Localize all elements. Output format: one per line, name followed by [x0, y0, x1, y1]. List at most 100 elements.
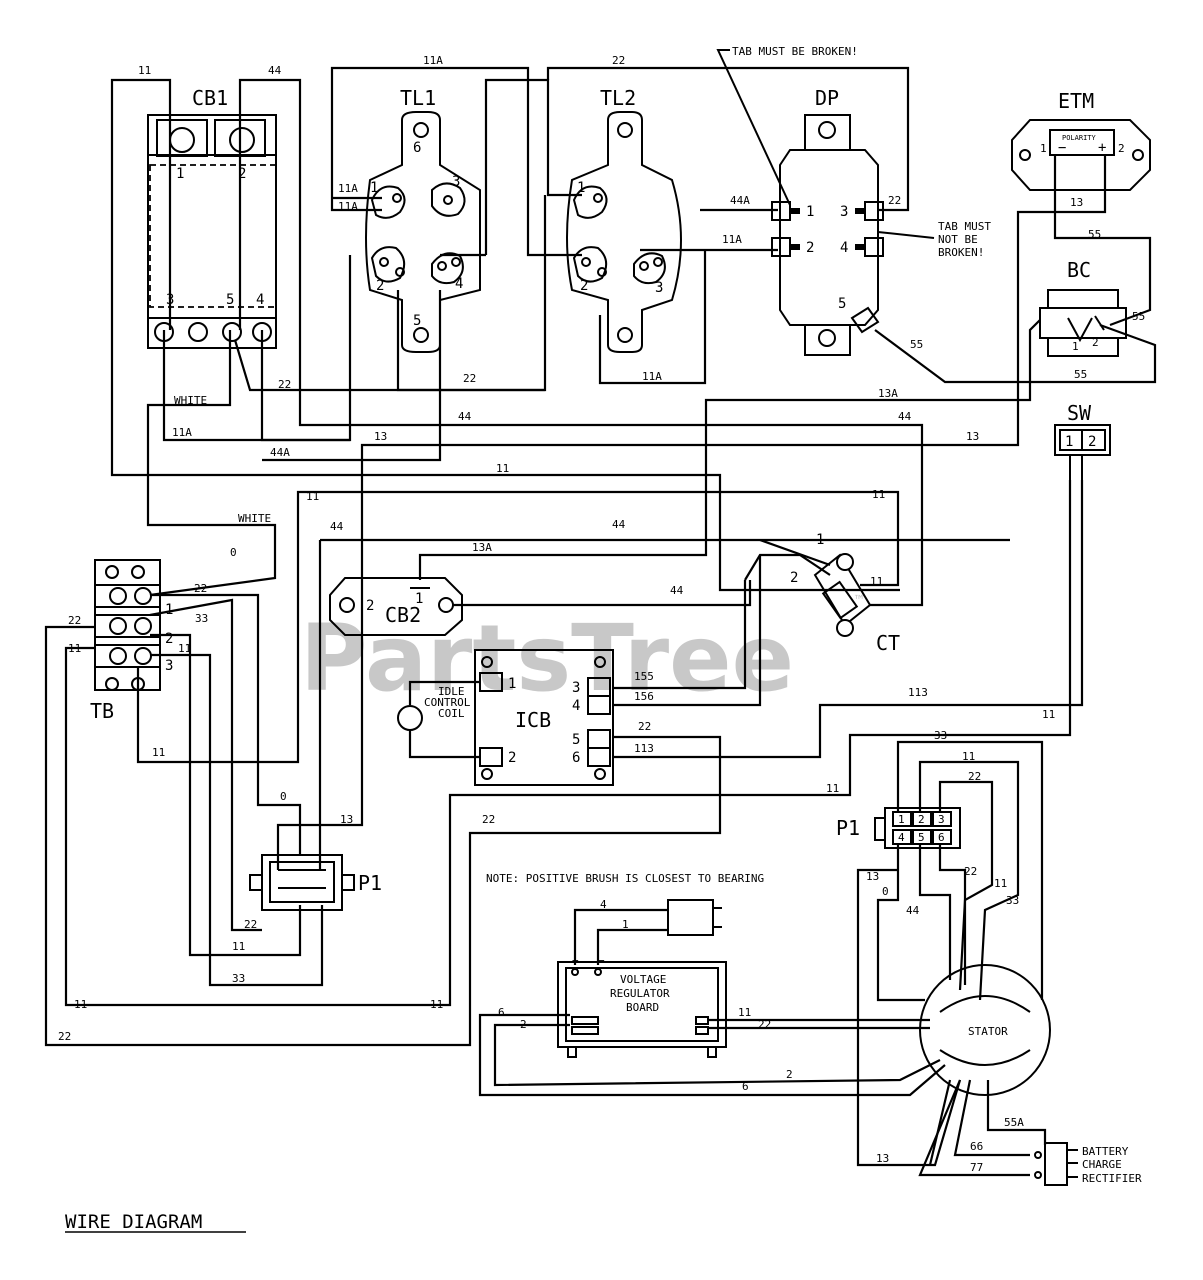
- etm-terminal-1: 1: [1040, 142, 1047, 155]
- diagram-title: WIRE DIAGRAM: [65, 1211, 202, 1233]
- wire-label: 44: [612, 518, 626, 531]
- etm-terminal-2: 2: [1118, 142, 1125, 155]
- vr-line1: VOLTAGE: [620, 973, 666, 986]
- wire-label: 2: [520, 1018, 527, 1031]
- wire-label: 11A: [338, 182, 358, 195]
- wire-label: 13A: [878, 387, 898, 400]
- ct-terminal-1: 1: [816, 532, 824, 548]
- wire-label: 11: [496, 462, 509, 475]
- tl1-terminal-5: 5: [413, 313, 421, 329]
- wire-label: 55: [1088, 228, 1101, 241]
- icb-terminal-4: 4: [572, 698, 580, 714]
- ct-label: CT: [876, 631, 900, 655]
- notes: TAB MUST BE BROKEN! TAB MUST NOT BE BROK…: [174, 45, 991, 885]
- wire-label: 44A: [270, 446, 290, 459]
- wire-label: 13: [1070, 196, 1083, 209]
- tb-terminal-2: 2: [165, 631, 173, 647]
- wire-label: 55: [1132, 310, 1145, 323]
- wire-label: 1: [622, 918, 629, 931]
- idle-coil-line3: COIL: [438, 707, 465, 720]
- wire-label: 6: [742, 1080, 749, 1093]
- note-tab-not-broken-3: BROKEN!: [938, 246, 984, 259]
- icb-terminal-1: 1: [508, 676, 516, 692]
- wire-label: 22: [463, 372, 476, 385]
- note-white-1: WHITE: [174, 394, 207, 407]
- cb2-terminal-1: 1: [415, 591, 423, 607]
- stator-label: STATOR: [968, 1025, 1008, 1038]
- wire-label: 113: [908, 686, 928, 699]
- wire-label: 44: [898, 410, 912, 423]
- cb1-terminal-3: 3: [166, 292, 174, 308]
- bc-terminal-1: 1: [1072, 340, 1079, 353]
- wire-label: 44: [906, 904, 920, 917]
- wire-label: 11: [1042, 708, 1055, 721]
- wire-label: 113: [634, 742, 654, 755]
- bc-label: BC: [1067, 258, 1091, 282]
- sw-terminal-2: 2: [1088, 434, 1096, 450]
- note-tab-not-broken-2: NOT BE: [938, 233, 978, 246]
- p1r-pin-3: 3: [938, 813, 945, 826]
- wire-label: 22: [278, 378, 291, 391]
- tl1-label: TL1: [400, 86, 436, 110]
- voltage-regulator-board: + − VOLTAGE REGULATOR BOARD: [557, 954, 727, 1058]
- wires: [44, 66, 1157, 1177]
- wire-label: 13A: [472, 541, 492, 554]
- bc-terminal-2: 2: [1092, 336, 1099, 349]
- p1r-pin-2: 2: [918, 813, 925, 826]
- wire-label: 22: [612, 54, 625, 67]
- wire-label: 44: [670, 584, 684, 597]
- connector-p1-right: 1 2 3 4 5 6 P1: [836, 807, 961, 849]
- wire-label: 33: [232, 972, 245, 985]
- wire-label: 11: [870, 575, 883, 588]
- wire-label: 55: [1074, 368, 1087, 381]
- p1r-pin-4: 4: [898, 831, 905, 844]
- wire-label: 11: [232, 940, 245, 953]
- battery-charge-rectifier: BATTERY CHARGE RECTIFIER: [1034, 1142, 1142, 1186]
- wire-label: 11A: [338, 200, 358, 213]
- cb1-label: CB1: [192, 86, 228, 110]
- idle-control-board-icb: ICB 1 2 3 4 5 6 IDLE CONTROL COIL: [397, 649, 614, 786]
- wire-label: 11: [738, 1006, 751, 1019]
- icb-terminal-2: 2: [508, 750, 516, 766]
- tl2-terminal-3: 3: [655, 280, 663, 296]
- icb-terminal-3: 3: [572, 680, 580, 696]
- wire-label: 22: [58, 1030, 71, 1043]
- dp-terminal-3: 3: [840, 204, 848, 220]
- wire-label: 11: [152, 746, 165, 759]
- etm-minus: −: [1058, 140, 1066, 156]
- circuit-breaker-cb2: CB2 2 1: [329, 577, 463, 636]
- wire-label: 4: [600, 898, 607, 911]
- icb-terminal-6: 6: [572, 750, 580, 766]
- wire-label: 22: [964, 865, 977, 878]
- switch-sw: SW 1 2: [1054, 401, 1111, 480]
- wire-label: 44A: [730, 194, 750, 207]
- wire-label: 22: [888, 194, 901, 207]
- wire-label: 11: [430, 998, 443, 1011]
- cb1-terminal-5: 5: [226, 292, 234, 308]
- note-white-2: WHITE: [238, 512, 271, 525]
- wire-label: 11: [68, 642, 81, 655]
- sw-terminal-1: 1: [1065, 434, 1073, 450]
- wire-label: 13: [876, 1152, 889, 1165]
- etm-label: ETM: [1058, 89, 1094, 113]
- stator: STATOR: [919, 964, 1051, 1096]
- wire-label: 11A: [642, 370, 662, 383]
- wire-label: 22: [194, 582, 207, 595]
- battery-charger-bc: BC 1 2: [1039, 258, 1127, 357]
- wire-label: 11: [178, 642, 191, 655]
- wire-label: 22: [968, 770, 981, 783]
- wire-label: 2: [786, 1068, 793, 1081]
- etm-polarity: POLARITY: [1062, 134, 1097, 142]
- wire-label: 11: [306, 490, 319, 503]
- tl1-terminal-6: 6: [413, 140, 421, 156]
- duplex-panel-dp: DP 1 3 2 4 5: [771, 86, 884, 356]
- ct-terminal-2: 2: [790, 570, 798, 586]
- rectifier-line1: BATTERY: [1082, 1145, 1129, 1158]
- wire-label: 13: [966, 430, 979, 443]
- p1r-pin-1: 1: [898, 813, 905, 826]
- wire-label: 6: [498, 1006, 505, 1019]
- tl1-terminal-2: 2: [376, 278, 384, 294]
- note-brush: NOTE: POSITIVE BRUSH IS CLOSEST TO BEARI…: [486, 872, 764, 885]
- wire-label: 22: [68, 614, 81, 627]
- tb-terminal-3: 3: [165, 658, 173, 674]
